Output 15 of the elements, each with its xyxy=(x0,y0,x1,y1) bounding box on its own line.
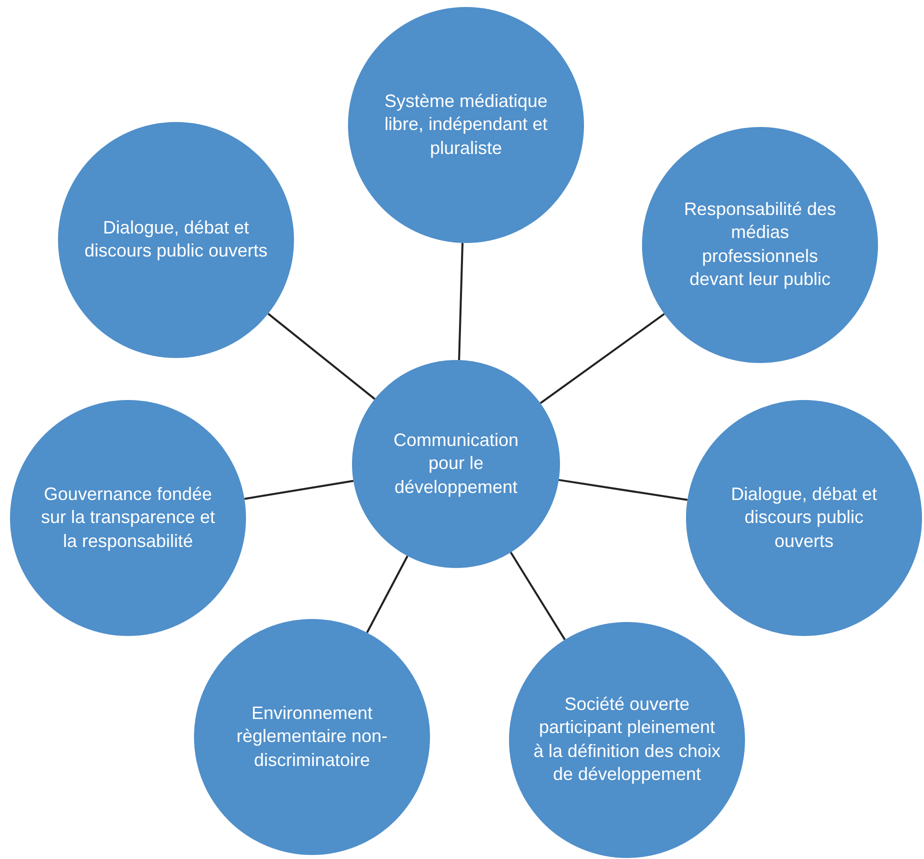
connector-line xyxy=(244,480,354,500)
connector-line xyxy=(558,478,688,501)
connector-line xyxy=(366,556,408,634)
node-text: Dialogue, débat et discours public ouverts xyxy=(83,216,269,263)
node-text: Environnement règlementaire non-discriminatoire xyxy=(235,702,389,772)
node-text: Système médiatique libre, indépendant et pluraliste xyxy=(383,90,549,160)
node-text: Responsabilité des médias professionnels devant leur public xyxy=(682,198,838,292)
node-text: Dialogue, débat et discours public ouverts xyxy=(730,482,878,553)
node-text: Société ouverte participant pleinement à la définition des choix de développement xyxy=(532,693,722,786)
connector-line xyxy=(510,552,566,640)
connector-line xyxy=(268,312,376,400)
node-text: Gouvernance fondée sur la transparence et la responsabilité xyxy=(40,482,216,553)
node-text: Communication pour le développement xyxy=(392,428,520,499)
connector-line xyxy=(458,242,464,360)
connector-line xyxy=(540,313,665,404)
